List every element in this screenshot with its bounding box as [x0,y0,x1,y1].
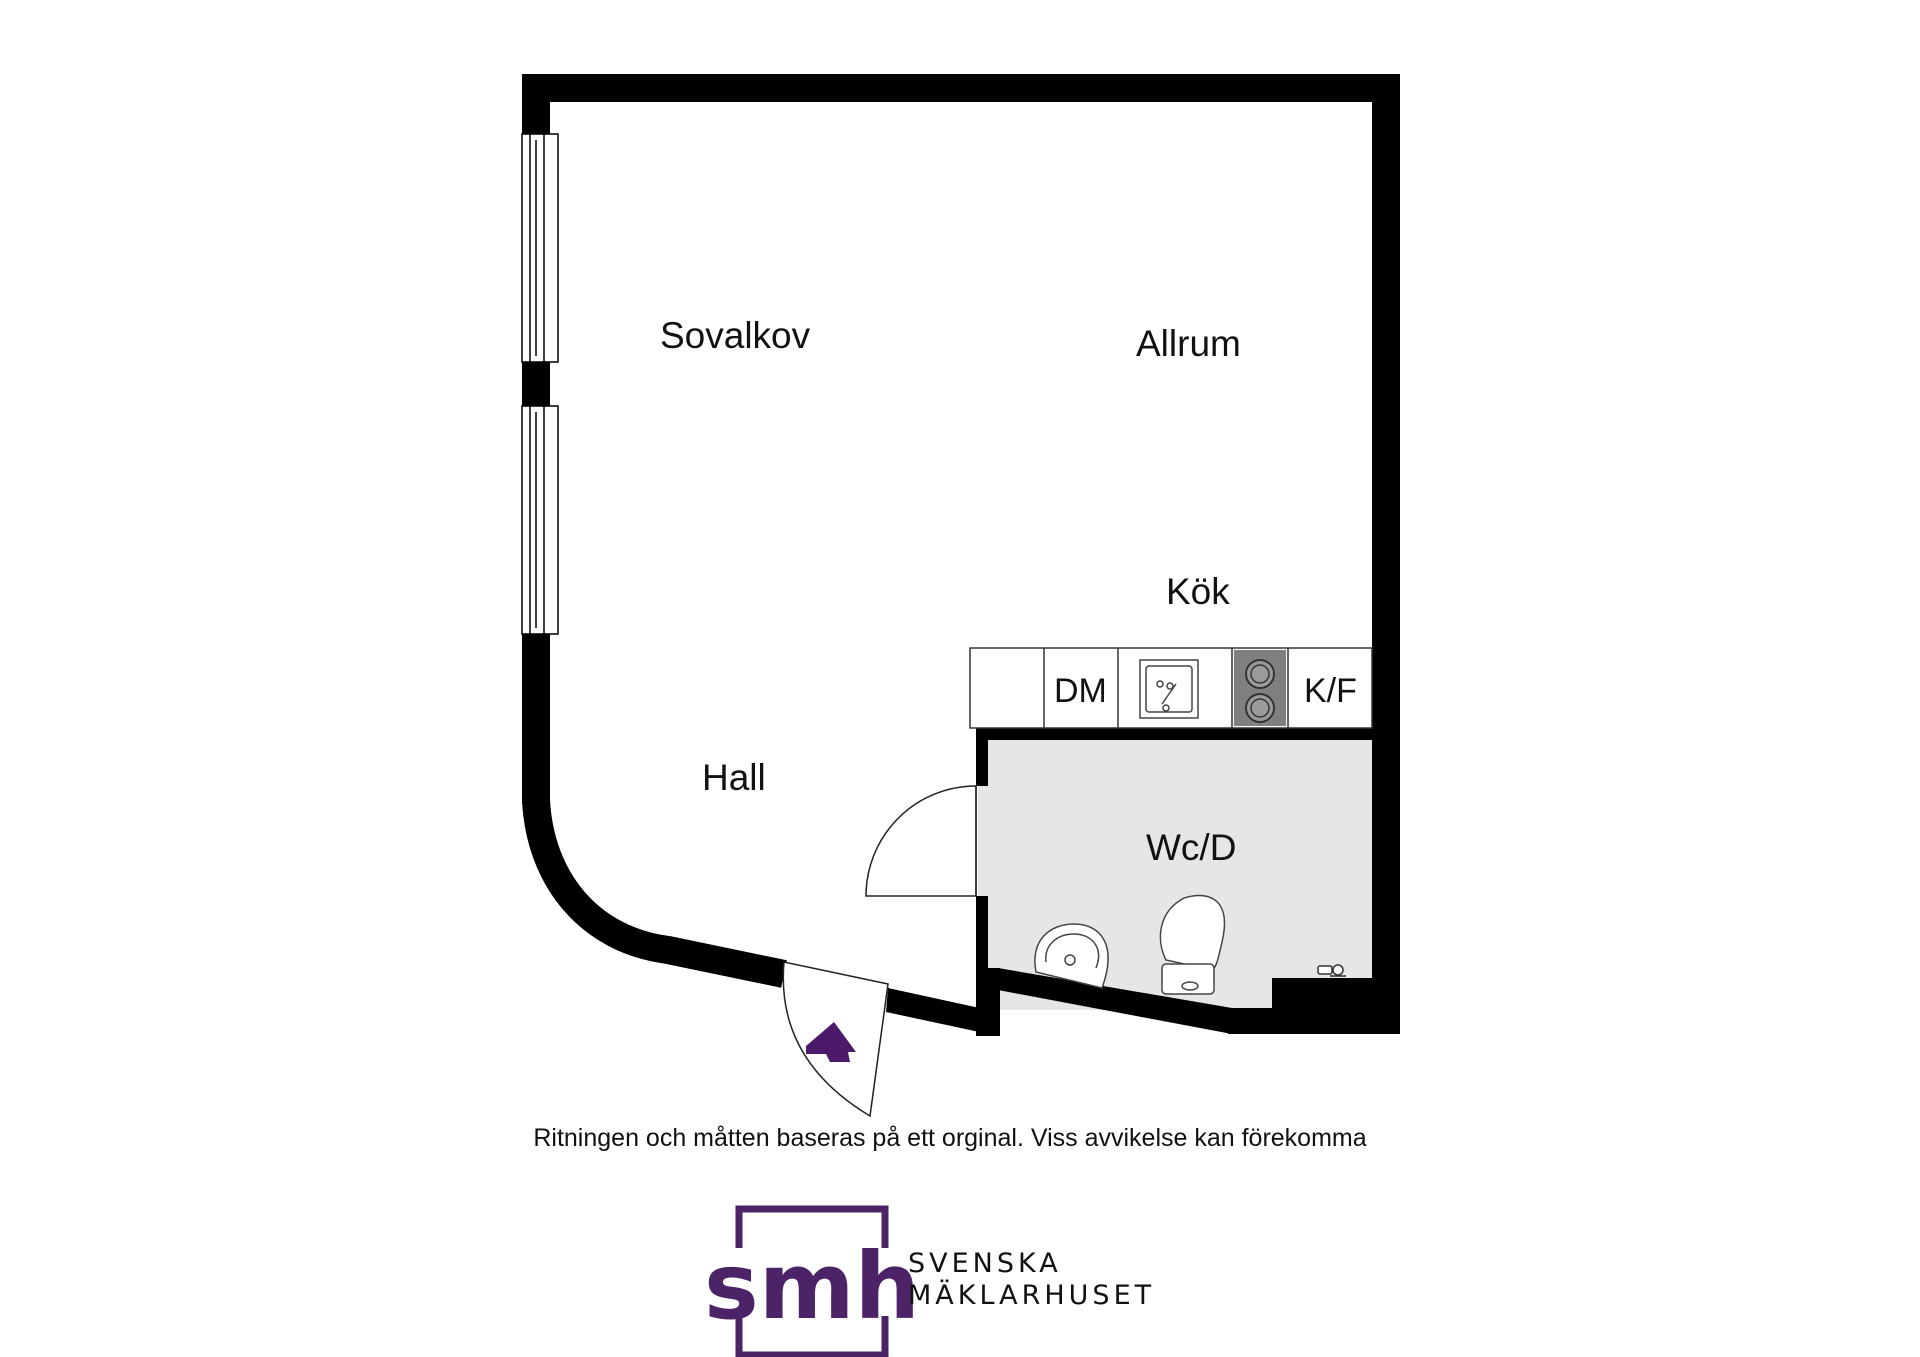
smh-logo: smh SVENSKA MÄKLARHUSET [704,1205,1155,1357]
bathroom-door [865,785,977,897]
stove-icon [1234,650,1286,726]
window-upper [521,133,559,363]
logo-mark-text: smh [704,1233,920,1340]
room-label-allrum: Allrum [1136,323,1241,364]
bathroom-walls [976,728,1400,976]
window-lower [521,405,559,635]
outer-walls [522,74,1400,1034]
disclaimer-text: Ritningen och måtten baseras på ett orgi… [533,1124,1366,1152]
label-dishwasher: DM [1054,672,1107,710]
entrance-arrow-icon [806,1022,856,1062]
washbasin-icon [1034,923,1109,989]
room-label-sovalkov: Sovalkov [660,315,811,356]
logo-line-1: SVENSKA [908,1248,1062,1279]
label-fridge-freezer: K/F [1304,672,1357,710]
room-label-wc: Wc/D [1146,827,1236,868]
bottom-walls [886,968,1232,1036]
toilet-icon [1159,894,1226,995]
sink-icon [1139,659,1199,719]
room-label-kok: Kök [1166,571,1230,612]
tap-icon [1317,964,1346,977]
logo-line-2: MÄKLARHUSET [908,1279,1155,1311]
curved-wall [522,799,787,988]
room-label-hall: Hall [702,757,766,798]
